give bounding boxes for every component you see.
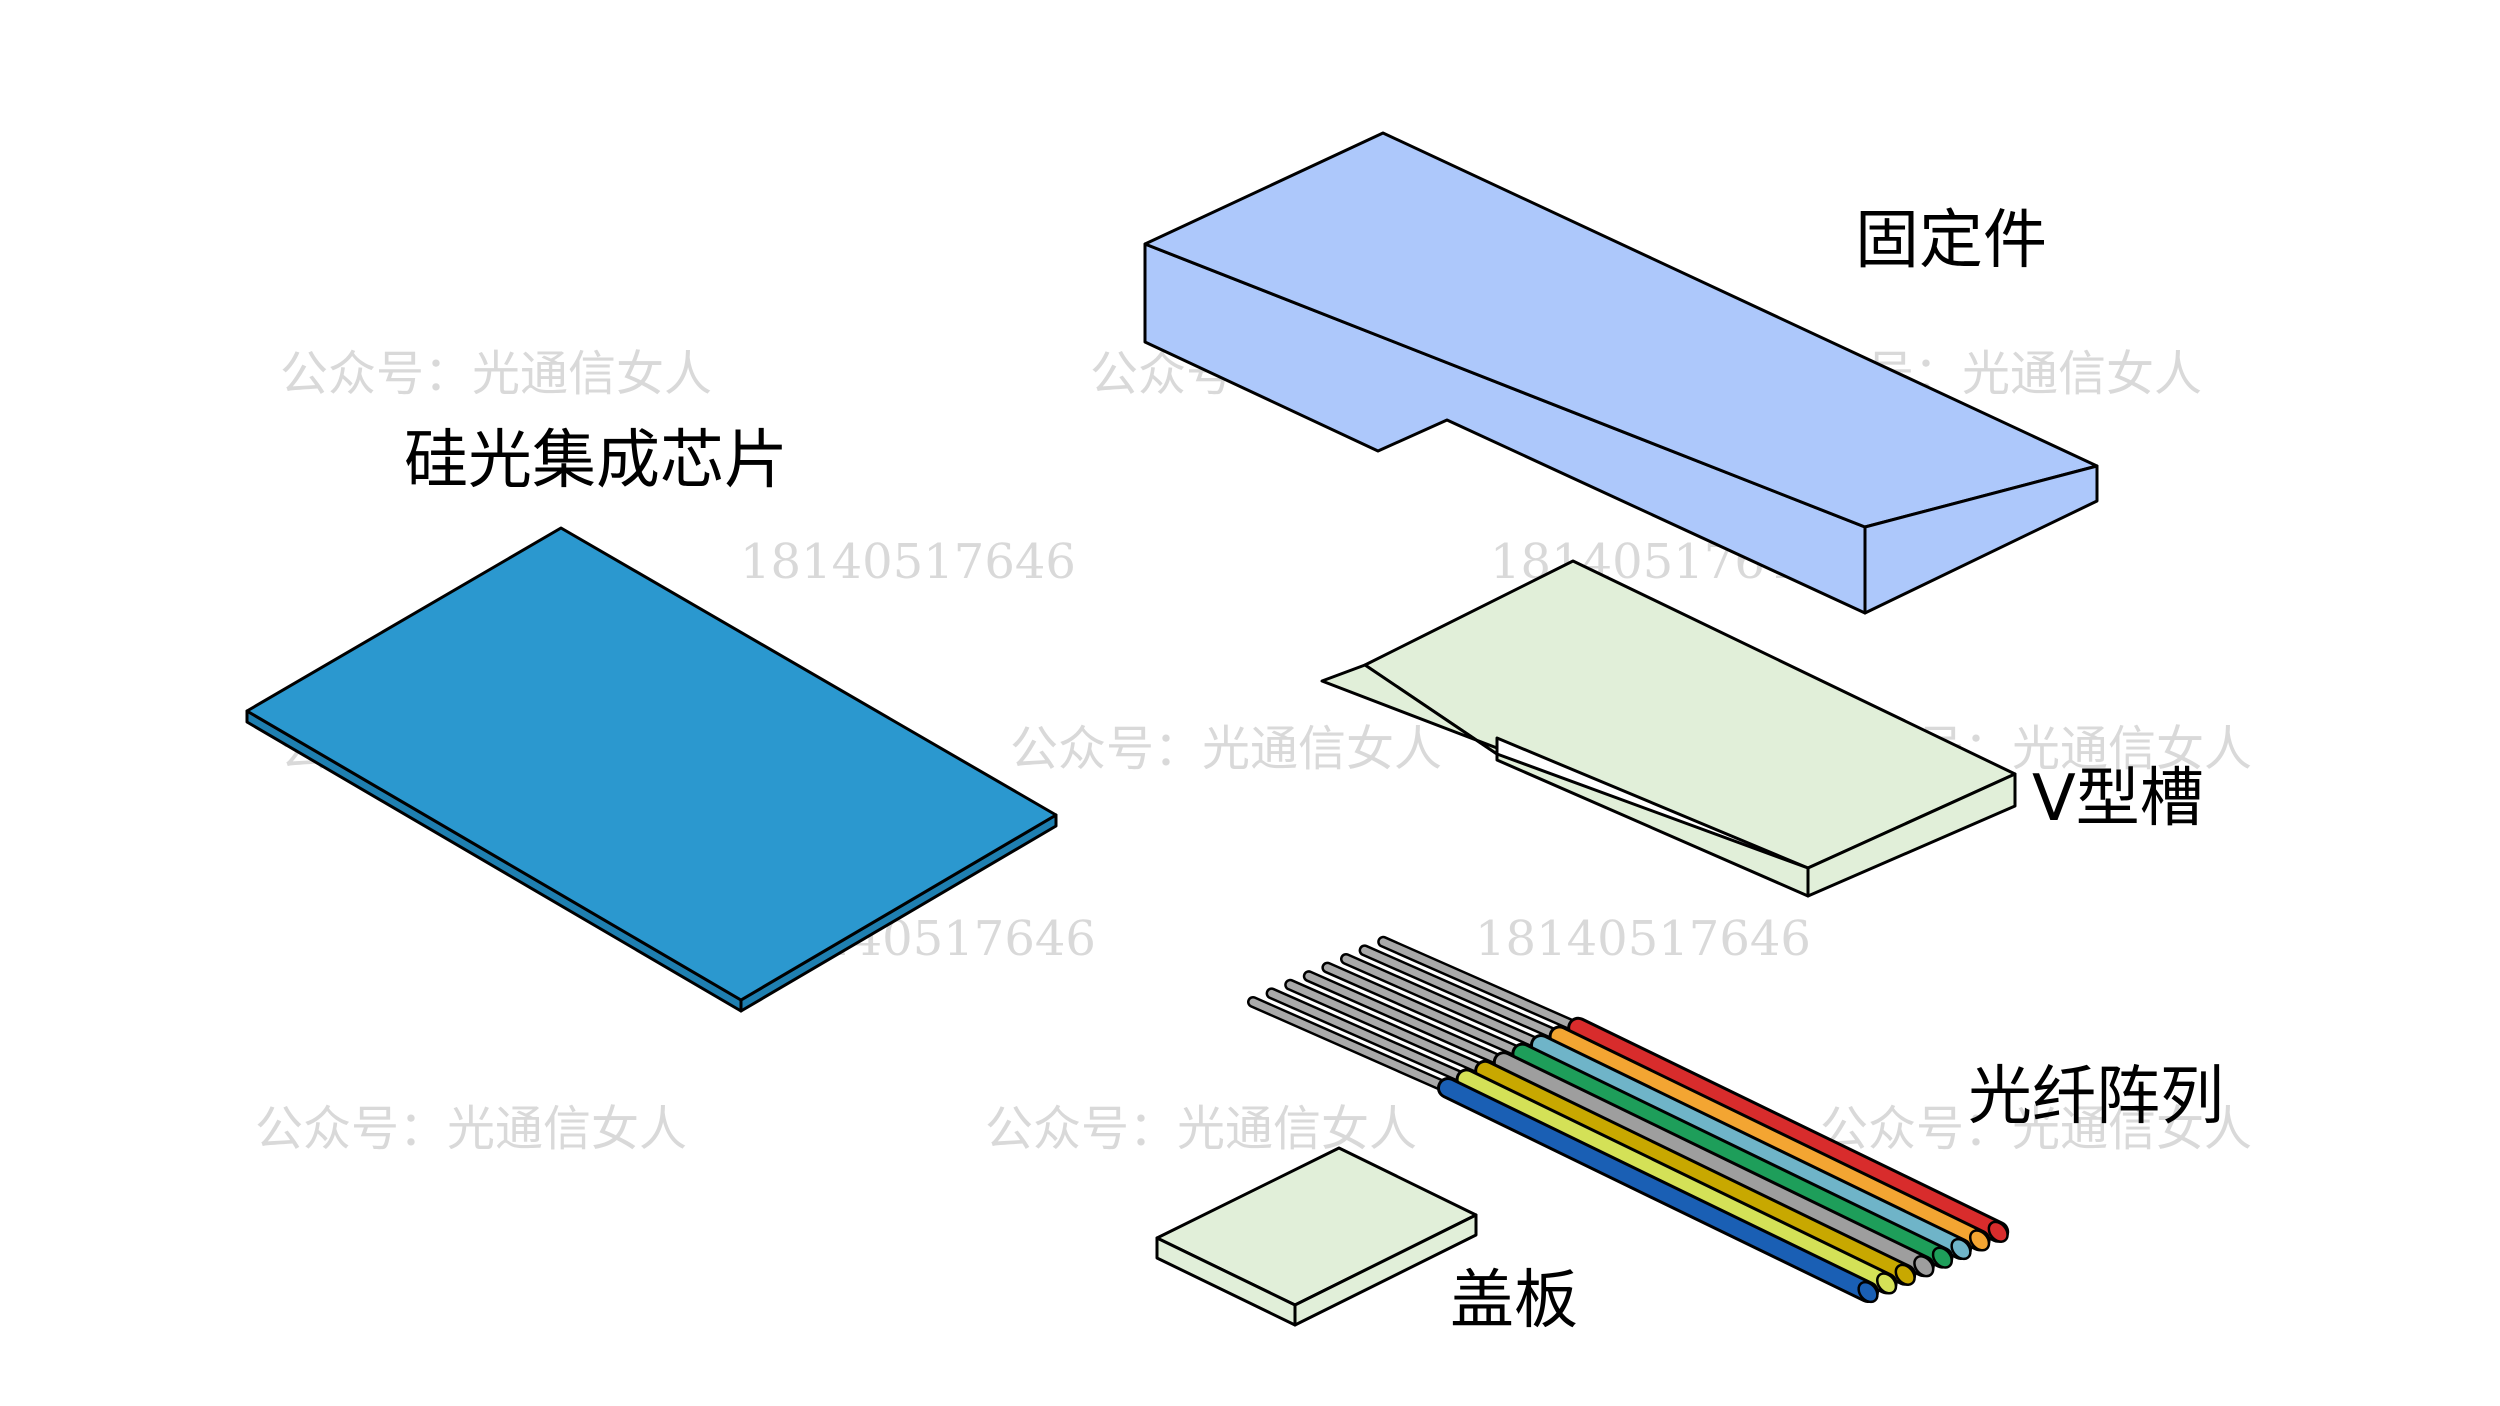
fiber-end xyxy=(1968,1229,1991,1252)
fiber-array xyxy=(1247,935,2010,1304)
fiber-end xyxy=(1894,1263,1916,1286)
fiber-end xyxy=(1931,1246,1954,1269)
bare-fiber xyxy=(1379,938,1582,1032)
bare-fiber xyxy=(1249,998,1452,1092)
fiber-end xyxy=(1987,1220,2009,1243)
bare-fiber xyxy=(1286,981,1489,1075)
fiber-end xyxy=(1875,1272,1898,1295)
bare-fiber xyxy=(1342,955,1545,1049)
coated-fiber xyxy=(1495,1054,1932,1275)
fiber-end xyxy=(1857,1280,1879,1304)
vgroove-label: V型槽 xyxy=(2032,762,2204,836)
watermark-account: 公众号：光通信女人 xyxy=(1820,1101,2252,1157)
bare-fiber xyxy=(1361,946,1564,1040)
watermark-phone: 18140517646 xyxy=(740,534,1076,590)
v-groove-block xyxy=(1320,559,2017,898)
watermark-account: 公众号：光通信女人 xyxy=(1010,721,1442,777)
chip-top-face xyxy=(245,526,1058,1002)
vgroove-right-face xyxy=(1806,772,2017,898)
bare-fiber xyxy=(1323,964,1526,1058)
coated-fiber xyxy=(1458,1071,1895,1292)
cover-right-face xyxy=(1293,1213,1478,1327)
coated-fiber xyxy=(1570,1019,2007,1240)
coated-fiber xyxy=(1477,1062,1914,1283)
watermark-account: 公众号：光通信女人 xyxy=(255,1101,687,1157)
cover-plate xyxy=(1155,1146,1478,1327)
fiber-array-label: 光纤阵列 xyxy=(1968,1060,2224,1134)
coated-fiber xyxy=(1533,1037,1969,1257)
coated-fiber xyxy=(1440,1080,1876,1300)
fiber-end xyxy=(1913,1255,1935,1278)
fixture-block xyxy=(1143,131,2099,615)
bare-fiber xyxy=(1268,989,1471,1083)
cover-label: 盖板 xyxy=(1450,1264,1578,1338)
watermark-account: 公众号：光通信女人 xyxy=(280,346,712,402)
watermark-account: 公众号：光通信女人 xyxy=(985,1101,1417,1157)
chip-label: 硅光集成芯片 xyxy=(404,424,788,498)
coated-fiber xyxy=(1514,1045,1951,1266)
coated-fiber xyxy=(1551,1028,1988,1249)
watermark-phone: 18140517646 xyxy=(1475,911,1811,967)
fixture-right-face xyxy=(1863,464,2099,615)
fiber-end xyxy=(1950,1237,1972,1261)
fixture-label: 固定件 xyxy=(1855,204,2047,278)
silicon-chip xyxy=(245,526,1058,1013)
bare-fiber xyxy=(1305,972,1508,1066)
